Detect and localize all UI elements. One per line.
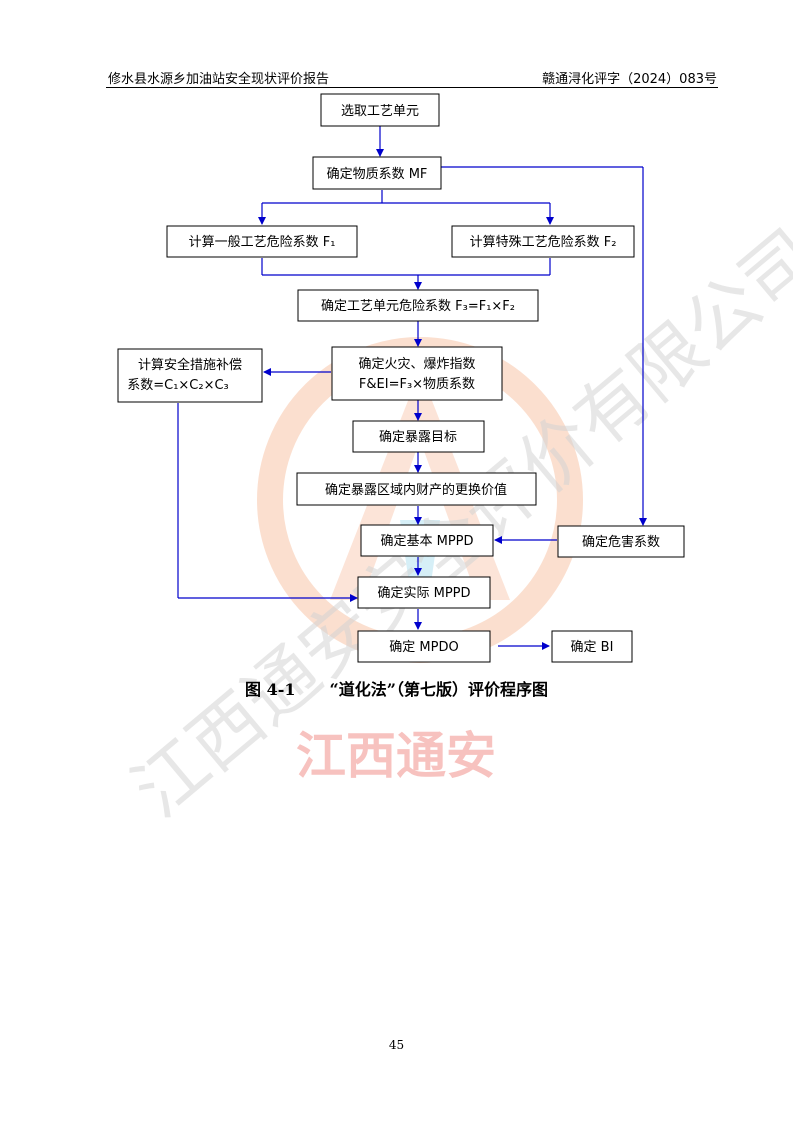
box-actual-mppd: 确定实际 MPPD — [357, 576, 491, 609]
svg-text:确定危害系数: 确定危害系数 — [582, 534, 660, 550]
svg-text:确定物质系数 MF: 确定物质系数 MF — [327, 167, 428, 182]
box-exposure-area: 确定暴露目标 — [352, 420, 485, 453]
svg-text:计算安全措施补偿: 计算安全措施补偿 — [138, 357, 242, 373]
header-report-number: 赣通浔化评字（2024）083号 — [542, 72, 717, 87]
box-base-mppd: 确定基本 MPPD — [360, 524, 494, 557]
box-fire-explosion-index: 确定火灾、爆炸指数 F&EI=F₃×物质系数 — [331, 346, 503, 401]
page-number: 45 — [388, 1038, 405, 1052]
box-unit-hazard: 确定工艺单元危险系数 F₃=F₁×F₂ — [297, 289, 539, 322]
figure-caption: 图 4-1 “道化法”（第七版）评价程序图 — [0, 676, 793, 700]
box-special-hazard: 计算特殊工艺危险系数 F₂ — [451, 225, 635, 258]
svg-text:F&EI=F₃×物质系数: F&EI=F₃×物质系数 — [359, 377, 475, 392]
box-damage-factor: 确定危害系数 — [557, 525, 685, 558]
box-mpdo: 确定 MPDO — [357, 630, 491, 663]
svg-text:确定实际 MPPD: 确定实际 MPPD — [377, 586, 470, 601]
svg-text:计算一般工艺危险系数 F₁: 计算一般工艺危险系数 F₁ — [189, 234, 336, 250]
box-replacement-value: 确定暴露区域内财产的更换价值 — [296, 472, 537, 506]
svg-text:确定火灾、爆炸指数: 确定火灾、爆炸指数 — [358, 356, 475, 372]
svg-text:确定暴露区域内财产的更换价值: 确定暴露区域内财产的更换价值 — [325, 482, 507, 498]
svg-text:确定暴露目标: 确定暴露目标 — [379, 430, 457, 445]
header-report-title: 修水县水源乡加油站安全现状评价报告 — [108, 72, 330, 87]
svg-text:确定工艺单元危险系数 F₃=F₁×F₂: 确定工艺单元危险系数 F₃=F₁×F₂ — [321, 299, 515, 314]
box-safety-credit-factor: 计算安全措施补偿 系数=C₁×C₂×C₃ — [117, 348, 263, 403]
figure-title: “道化法”（第七版）评价程序图 — [329, 680, 548, 699]
svg-text:确定基本 MPPD: 确定基本 MPPD — [380, 534, 473, 549]
header-rule — [106, 87, 718, 88]
svg-text:计算特殊工艺危险系数 F₂: 计算特殊工艺危险系数 F₂ — [470, 235, 617, 250]
figure-number: 图 4-1 — [245, 680, 296, 699]
box-bi: 确定 BI — [551, 630, 633, 663]
svg-text:确定 MPDO: 确定 MPDO — [389, 640, 458, 655]
box-material-factor: 确定物质系数 MF — [312, 156, 442, 190]
flow-connectors — [177, 126, 647, 650]
box-select-unit: 选取工艺单元 — [320, 93, 440, 127]
svg-text:确定 BI: 确定 BI — [571, 640, 614, 655]
box-general-hazard: 计算一般工艺危险系数 F₁ — [166, 225, 358, 258]
svg-text:选取工艺单元: 选取工艺单元 — [341, 104, 419, 119]
svg-text:系数=C₁×C₂×C₃: 系数=C₁×C₂×C₃ — [127, 378, 229, 393]
